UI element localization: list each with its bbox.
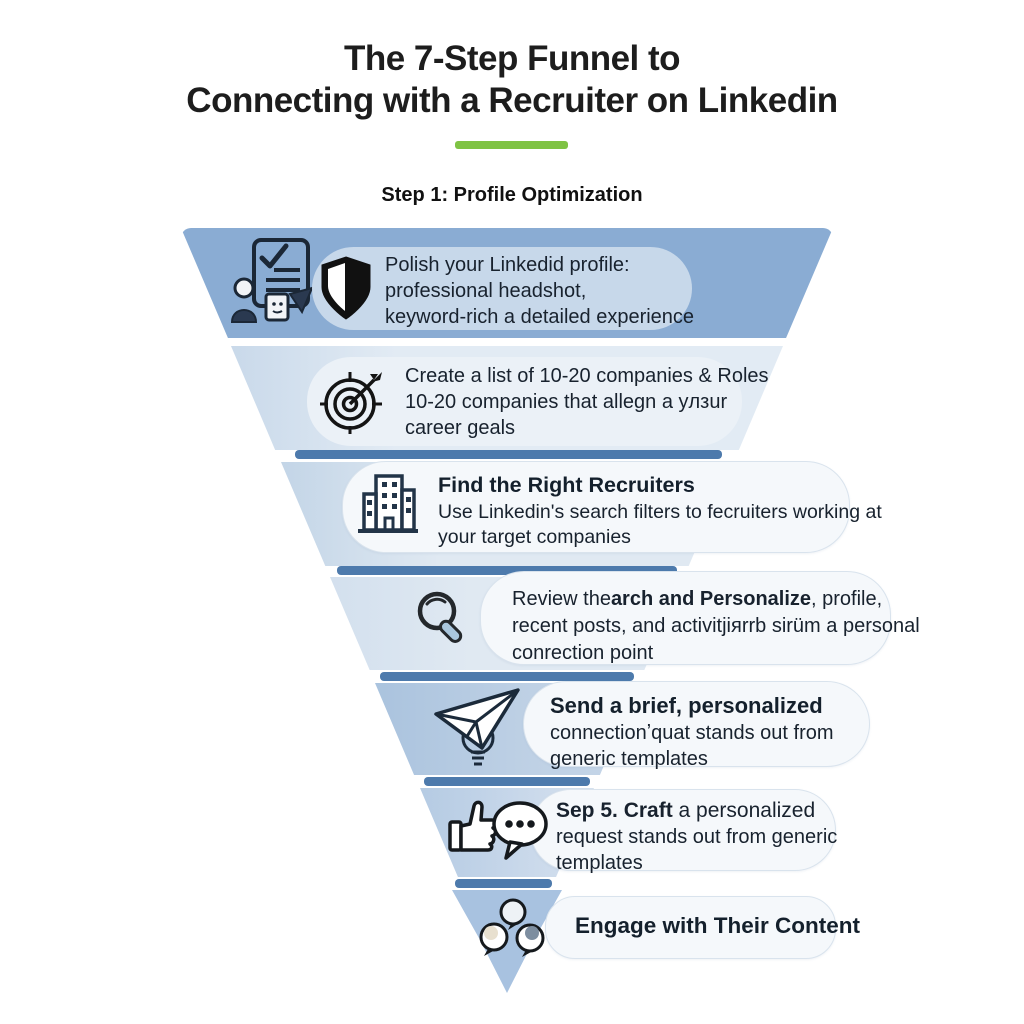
step4-pill — [480, 571, 891, 665]
magnifier-icon — [413, 590, 473, 648]
checklist-person-icon — [228, 236, 316, 326]
step7-pill — [545, 896, 836, 959]
step1-heading: Step 1: Profile Optimization — [381, 184, 643, 206]
step4-text: Review thearch and Personalize, profile,… — [512, 588, 920, 664]
step5-title: Send a brief, personalized — [550, 693, 823, 718]
people-icon — [478, 897, 548, 959]
separator-bar-2 — [337, 566, 677, 575]
step5-text: connectionʼquat stands out from generic … — [550, 722, 834, 770]
step2-pill — [307, 357, 742, 446]
thumbs-up-chat-icon — [448, 798, 548, 866]
step1-text: Polish your Linkedid profile: profession… — [385, 254, 695, 328]
step6-text: Sep 5. Craft a personalized request stan… — [556, 799, 838, 874]
target-icon — [320, 370, 384, 434]
page-title-line1: The 7-Step Funnel to — [343, 39, 681, 78]
page-title-line2: Connecting with a Recruiter on Linkedin — [186, 81, 838, 120]
green-divider — [455, 141, 568, 149]
step3-text: Use Linkedin's search filters to fecruit… — [438, 501, 882, 548]
step1-pill — [312, 247, 692, 330]
step7-title: Engage with Their Content — [575, 913, 860, 938]
shield-icon — [320, 255, 372, 323]
separator-bar-4 — [424, 777, 590, 786]
paper-plane-bulb-icon — [430, 686, 524, 768]
separator-bar-1 — [295, 450, 722, 459]
step2-text: Create a list of 10-20 companies & Roles… — [405, 365, 769, 439]
separator-bar-5 — [455, 879, 552, 888]
step4-line1: Review thearch and Personalize, profile, — [512, 588, 883, 610]
step6-pill — [530, 789, 836, 871]
step3-title: Find the Right Recruiters — [438, 473, 695, 497]
building-icon — [356, 472, 420, 538]
step3-pill — [342, 461, 850, 553]
step6-line1: Sep 5. Craft a personalized — [556, 799, 816, 822]
step5-pill — [523, 681, 870, 767]
separator-bar-3 — [380, 672, 634, 681]
